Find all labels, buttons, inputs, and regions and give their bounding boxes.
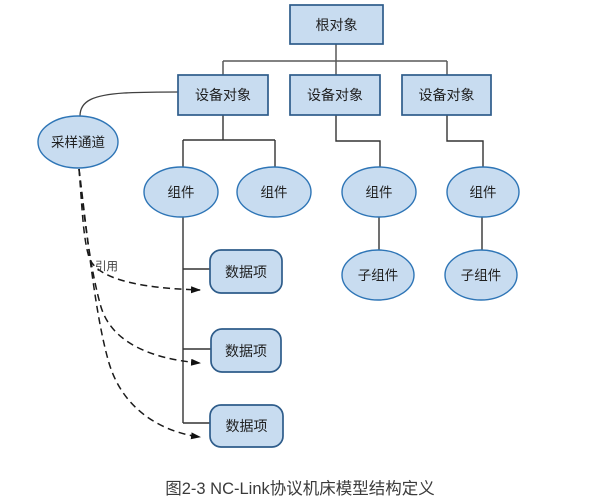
subcomponent-1-ellipse [341, 249, 415, 301]
device-object-2-box [289, 74, 381, 116]
node-device-object-2: 设备对象 [289, 74, 381, 116]
node-sampling-channel: 采样通道 [37, 115, 119, 169]
connector-sampling-device1 [79, 91, 179, 117]
connector-device1-components [182, 115, 276, 167]
node-subcomponent-1: 子组件 [341, 249, 415, 301]
reference-arrow-dataitem3 [78, 168, 201, 440]
data-item-1-label: 数据项 [225, 264, 267, 280]
device-object-2-label: 设备对象 [307, 87, 363, 103]
component-4-ellipse [446, 166, 520, 218]
node-component-2: 组件 [236, 166, 312, 218]
subcomponent-2-label: 子组件 [461, 268, 502, 283]
root-object-box [289, 4, 384, 45]
data-item-1-box [209, 249, 283, 294]
subcomponent-1-label: 子组件 [358, 268, 399, 283]
data-item-2-label: 数据项 [225, 343, 267, 359]
connector-device2-component [335, 115, 381, 168]
device-component-connectors [182, 115, 484, 168]
device-object-1-box [177, 74, 269, 116]
component-dataitem-connectors [182, 217, 483, 424]
node-component-4: 组件 [446, 166, 520, 218]
data-item-3-label: 数据项 [226, 418, 268, 434]
node-root-object: 根对象 [289, 4, 384, 45]
node-subcomponent-2: 子组件 [444, 249, 518, 301]
node-data-item-3: 数据项 [209, 404, 284, 448]
node-component-1: 组件 [143, 166, 219, 218]
node-device-object-3: 设备对象 [401, 74, 492, 116]
reference-arrow-dataitem1 [78, 168, 201, 294]
reference-arrows: 引用 [78, 168, 201, 440]
node-component-3: 组件 [341, 166, 417, 218]
subcomponent-2-ellipse [444, 249, 518, 301]
sampling-channel-label: 采样通道 [51, 135, 105, 150]
reference-label: 引用 [95, 259, 118, 273]
component-2-ellipse [236, 166, 312, 218]
component-3-label: 组件 [366, 185, 393, 200]
root-object-label: 根对象 [316, 17, 358, 33]
device-object-3-label: 设备对象 [419, 87, 475, 103]
component-1-label: 组件 [168, 185, 195, 200]
device-object-1-label: 设备对象 [195, 87, 251, 103]
sampling-channel-ellipse [37, 115, 119, 169]
connector-device3-component [446, 115, 484, 168]
component-2-label: 组件 [261, 185, 288, 200]
component-1-ellipse [143, 166, 219, 218]
node-data-item-1: 数据项 [209, 249, 283, 294]
root-device-connectors [222, 44, 448, 75]
device-object-3-box [401, 74, 492, 116]
data-item-3-box [209, 404, 284, 448]
component-3-ellipse [341, 166, 417, 218]
node-device-object-1: 设备对象 [177, 74, 269, 116]
data-item-2-box [210, 328, 282, 373]
figure-caption: 图2-3 NC-Link协议机床模型结构定义 [165, 479, 435, 498]
node-data-item-2: 数据项 [210, 328, 282, 373]
component-4-label: 组件 [470, 185, 497, 200]
